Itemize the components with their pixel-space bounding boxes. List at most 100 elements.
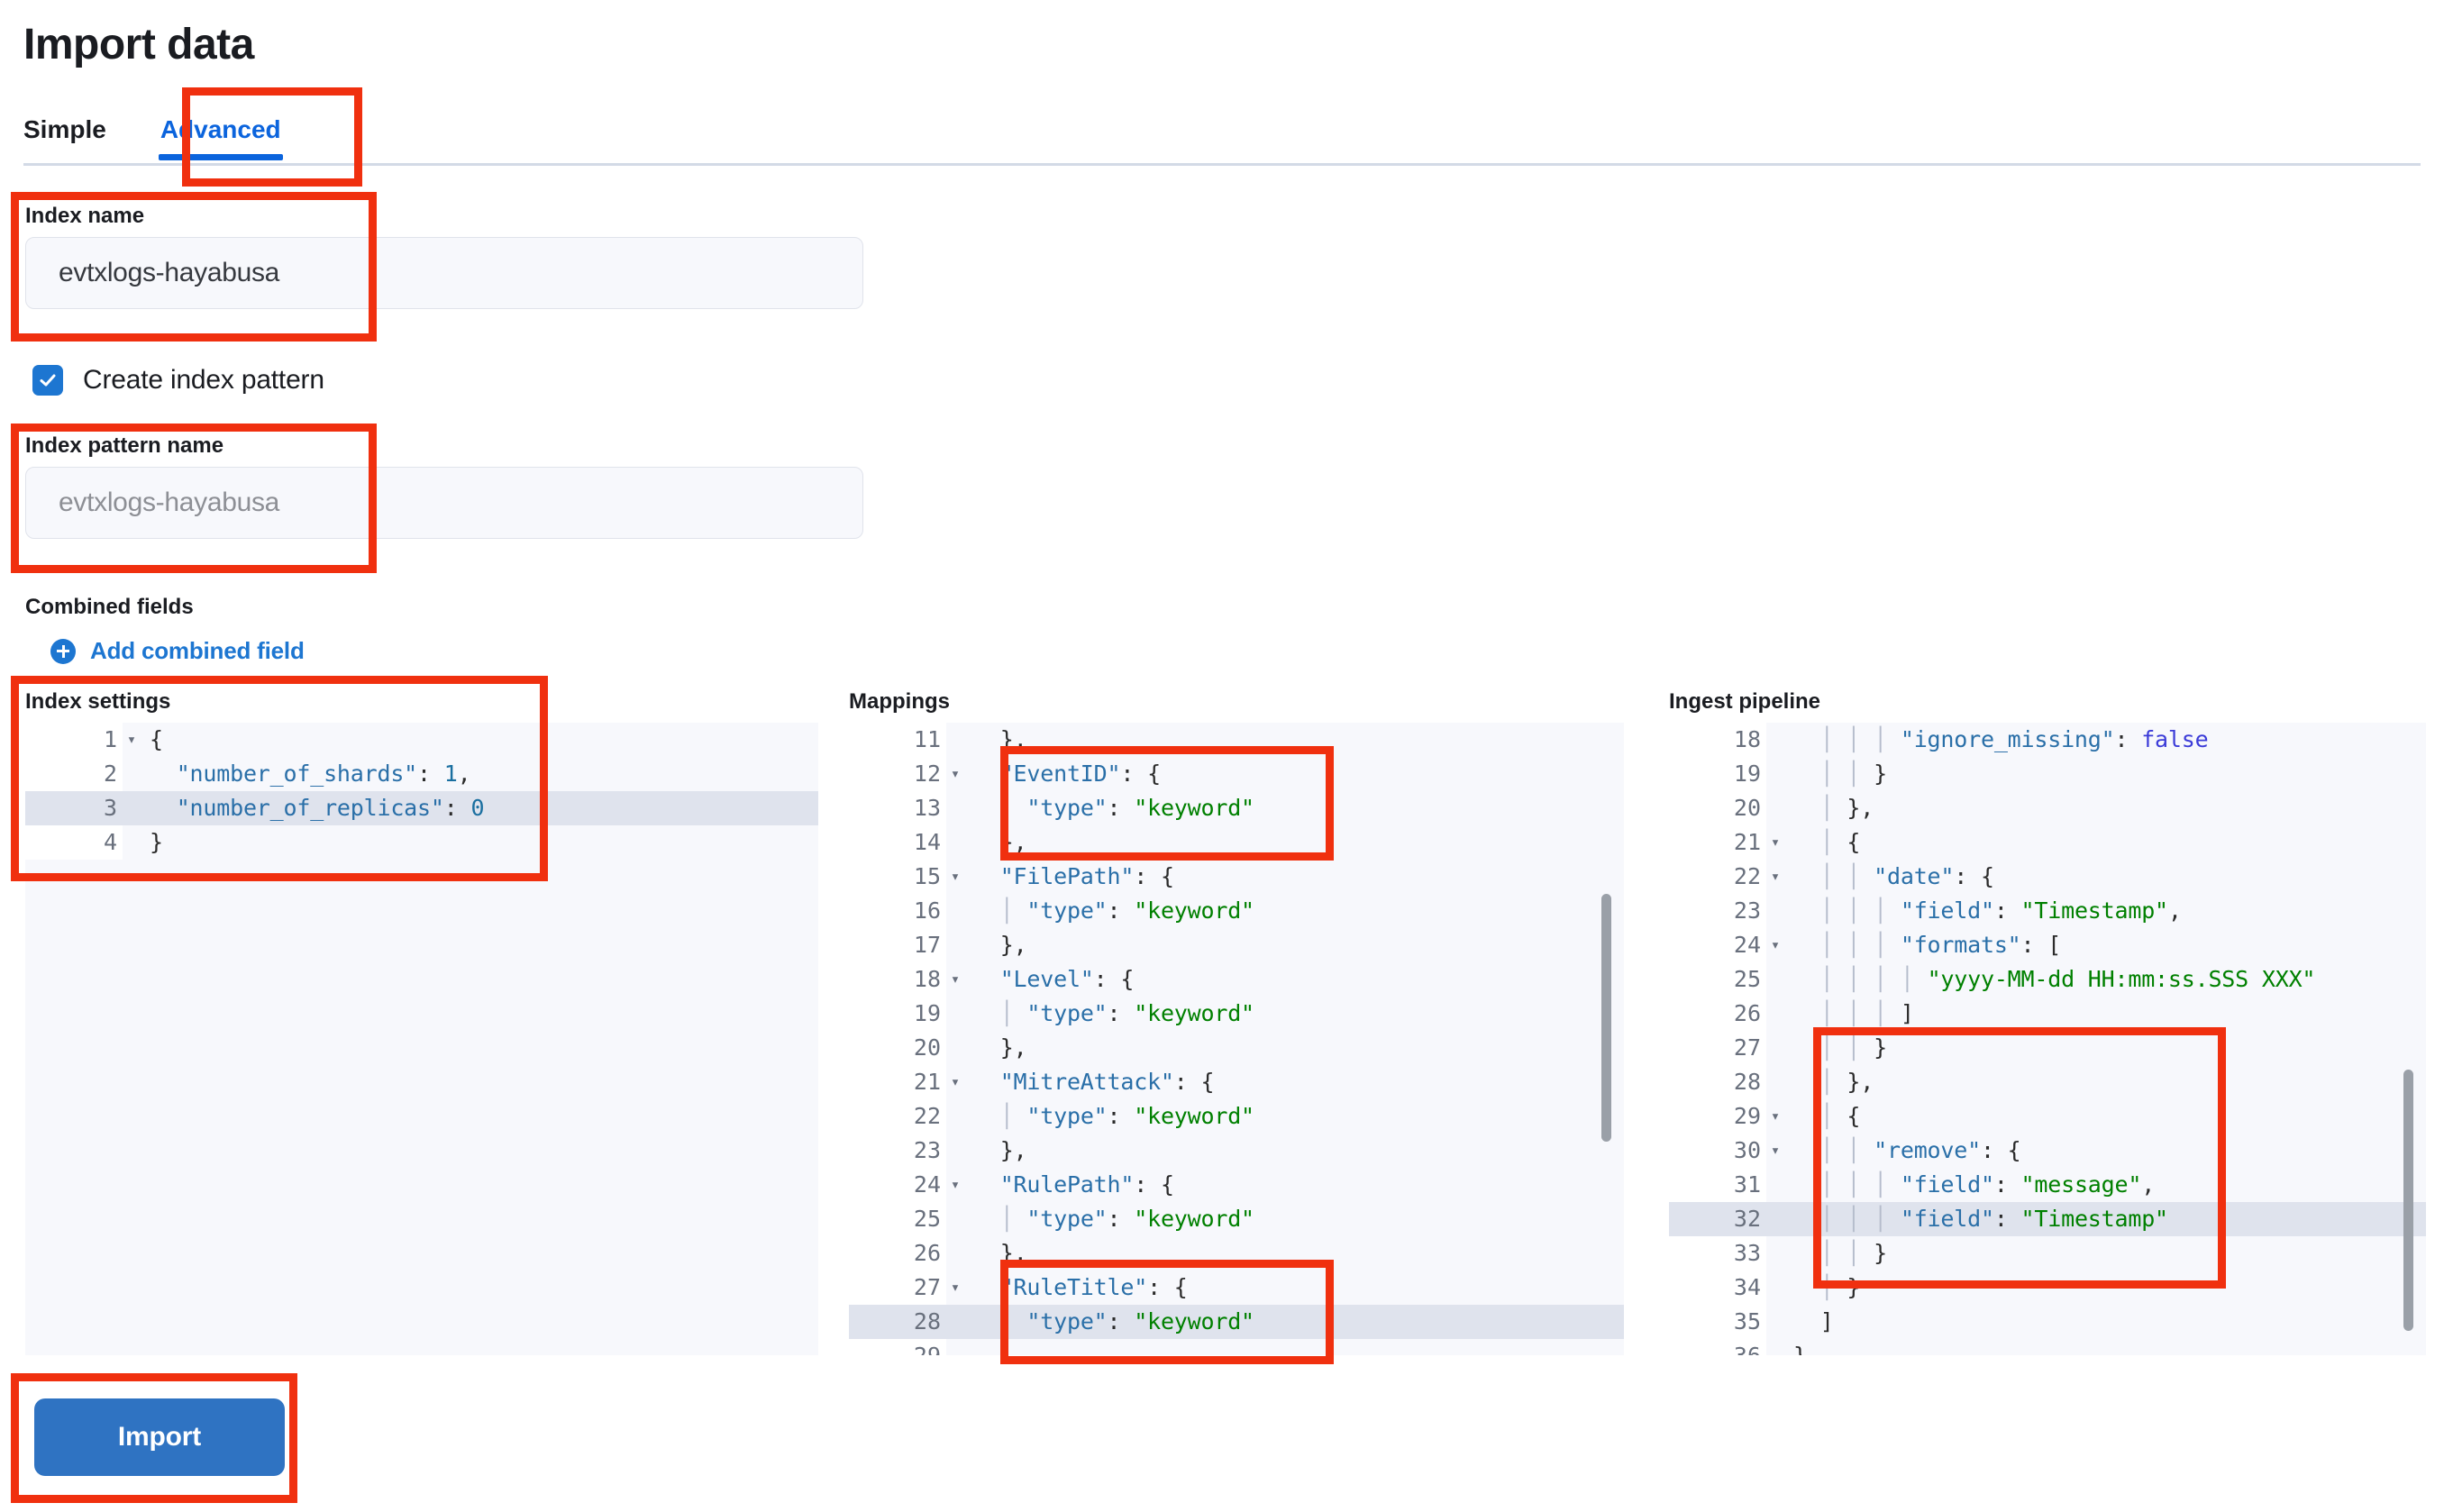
code-line[interactable]: 19 │ "type": "keyword" — [849, 997, 1624, 1031]
code-line[interactable]: 30▾ │ │ "remove": { — [1669, 1134, 2426, 1168]
line-number: 25 — [1669, 962, 1766, 997]
code-line[interactable]: 32 │ │ │ "field": "Timestamp" — [1669, 1202, 2426, 1236]
gutter-gap — [946, 894, 971, 928]
code-line[interactable]: 34 │ } — [1669, 1271, 2426, 1305]
code-line[interactable]: 15▾ "FilePath": { — [849, 860, 1624, 894]
import-button[interactable]: Import — [34, 1398, 285, 1476]
gutter-gap — [946, 1168, 971, 1202]
fold-toggle-icon[interactable]: ▾ — [1770, 1107, 1781, 1125]
gutter-gap — [946, 791, 971, 825]
code-line[interactable]: 18 │ │ │ "ignore_missing": false — [1669, 723, 2426, 757]
code-line[interactable]: 22▾ │ │ "date": { — [1669, 860, 2426, 894]
code-line[interactable]: 25 │ │ │ │ "yyyy-MM-dd HH:mm:ss.SSS XXX" — [1669, 962, 2426, 997]
gutter-gap — [1766, 1202, 1792, 1236]
code-line[interactable]: 16 │ "type": "keyword" — [849, 894, 1624, 928]
code-line[interactable]: 33 │ │ } — [1669, 1236, 2426, 1271]
code-line[interactable]: 4} — [25, 825, 818, 860]
fold-toggle-icon[interactable]: ▾ — [1770, 868, 1781, 886]
code-line[interactable]: 14 }, — [849, 825, 1624, 860]
fold-toggle-icon[interactable]: ▾ — [1770, 1142, 1781, 1160]
add-combined-field-button[interactable]: Add combined field — [50, 637, 305, 665]
mappings-code[interactable]: 11 },12▾ "EventID": {13 │ "type": "keywo… — [849, 723, 1624, 1355]
code-line[interactable]: 19 │ │ } — [1669, 757, 2426, 791]
gutter-gap — [946, 997, 971, 1031]
code-line[interactable]: 3 "number_of_replicas": 0 — [25, 791, 818, 825]
line-number: 13 — [849, 791, 946, 825]
code-line[interactable]: 28 │ }, — [1669, 1065, 2426, 1099]
gutter-gap — [1766, 1339, 1792, 1355]
ingest-pipeline-scrollbar[interactable] — [2403, 1070, 2413, 1331]
code-line[interactable]: 35 ] — [1669, 1305, 2426, 1339]
code-line[interactable]: 18▾ "Level": { — [849, 962, 1624, 997]
fold-toggle-icon[interactable]: ▾ — [950, 765, 961, 783]
code-line[interactable]: 24▾ "RulePath": { — [849, 1168, 1624, 1202]
code-line[interactable]: 23 }, — [849, 1134, 1624, 1168]
fold-toggle-icon[interactable]: ▾ — [950, 1073, 961, 1091]
code-text: │ │ } — [1819, 1240, 1887, 1266]
line-number: 14 — [849, 825, 946, 860]
fold-toggle-icon[interactable]: ▾ — [950, 868, 961, 886]
mappings-editor[interactable]: 11 },12▾ "EventID": {13 │ "type": "keywo… — [849, 723, 1624, 1355]
code-line[interactable]: 26 │ │ │ ] — [1669, 997, 2426, 1031]
code-line[interactable]: 13 │ "type": "keyword" — [849, 791, 1624, 825]
tab-advanced[interactable]: Advanced — [133, 117, 308, 160]
code-line[interactable]: 17 }, — [849, 928, 1624, 962]
code-line[interactable]: 36} — [1669, 1339, 2426, 1355]
index-pattern-name-input[interactable]: evtxlogs-hayabusa — [25, 467, 863, 539]
code-text: }, — [971, 1339, 1624, 1355]
index-name-input[interactable]: evtxlogs-hayabusa — [25, 237, 863, 309]
gutter-gap — [1766, 791, 1792, 825]
code-text: │ │ } — [1819, 1034, 1887, 1061]
code-line[interactable]: 28 │ "type": "keyword" — [849, 1305, 1624, 1339]
code-line[interactable]: 12▾ "EventID": { — [849, 757, 1624, 791]
line-number: 24▾ — [1669, 928, 1780, 962]
code-text: "number_of_replicas": 0 — [176, 795, 485, 821]
code-line[interactable]: 23 │ │ │ "field": "Timestamp", — [1669, 894, 2426, 928]
index-settings-code[interactable]: 1▾{2 "number_of_shards": 1,3 "number_of_… — [25, 723, 818, 1355]
fold-toggle-icon[interactable]: ▾ — [950, 1279, 961, 1297]
line-number: 23 — [1669, 894, 1766, 928]
fold-toggle-icon[interactable]: ▾ — [950, 1176, 961, 1194]
code-text: "FilePath": { — [999, 863, 1174, 889]
code-line[interactable]: 25 │ "type": "keyword" — [849, 1202, 1624, 1236]
line-number: 19 — [1669, 757, 1766, 791]
fold-toggle-icon[interactable]: ▾ — [1770, 936, 1781, 954]
code-line[interactable]: 27▾ "RuleTitle": { — [849, 1271, 1624, 1305]
line-number: 28 — [849, 1305, 946, 1339]
create-index-pattern-checkbox-row[interactable]: Create index pattern — [32, 365, 324, 396]
fold-toggle-icon[interactable]: ▾ — [950, 970, 961, 988]
code-line[interactable]: 21▾ "MitreAttack": { — [849, 1065, 1624, 1099]
code-line[interactable]: 31 │ │ │ "field": "message", — [1669, 1168, 2426, 1202]
line-number: 2 — [25, 757, 123, 791]
gutter-gap — [1766, 1134, 1792, 1168]
code-line[interactable]: 20 }, — [849, 1031, 1624, 1065]
code-line[interactable]: 29 }, — [849, 1339, 1624, 1355]
gutter-gap — [1766, 928, 1792, 962]
line-number: 28 — [1669, 1065, 1766, 1099]
gutter-gap — [946, 1305, 971, 1339]
fold-toggle-icon[interactable]: ▾ — [126, 731, 137, 749]
code-line[interactable]: 20 │ }, — [1669, 791, 2426, 825]
code-line[interactable]: 1▾{ — [25, 723, 818, 757]
mappings-scrollbar[interactable] — [1601, 894, 1611, 1142]
checkmark-icon[interactable] — [32, 365, 63, 396]
tab-simple[interactable]: Simple — [23, 115, 106, 143]
code-text: "EventID": { — [999, 761, 1161, 787]
gutter-gap — [1766, 1031, 1792, 1065]
code-line[interactable]: 11 }, — [849, 723, 1624, 757]
index-pattern-name-label: Index pattern name — [25, 433, 224, 458]
code-line[interactable]: 29▾ │ { — [1669, 1099, 2426, 1134]
code-line[interactable]: 24▾ │ │ │ "formats": [ — [1669, 928, 2426, 962]
line-number: 4 — [25, 825, 123, 860]
code-line[interactable]: 27 │ │ } — [1669, 1031, 2426, 1065]
code-line[interactable]: 2 "number_of_shards": 1, — [25, 757, 818, 791]
code-text: }, — [999, 829, 1027, 855]
index-settings-editor[interactable]: 1▾{2 "number_of_shards": 1,3 "number_of_… — [25, 723, 818, 1355]
gutter-gap — [946, 1134, 971, 1168]
code-line[interactable]: 21▾ │ { — [1669, 825, 2426, 860]
code-line[interactable]: 26 }, — [849, 1236, 1624, 1271]
code-line[interactable]: 22 │ "type": "keyword" — [849, 1099, 1624, 1134]
fold-toggle-icon[interactable]: ▾ — [1770, 833, 1781, 852]
